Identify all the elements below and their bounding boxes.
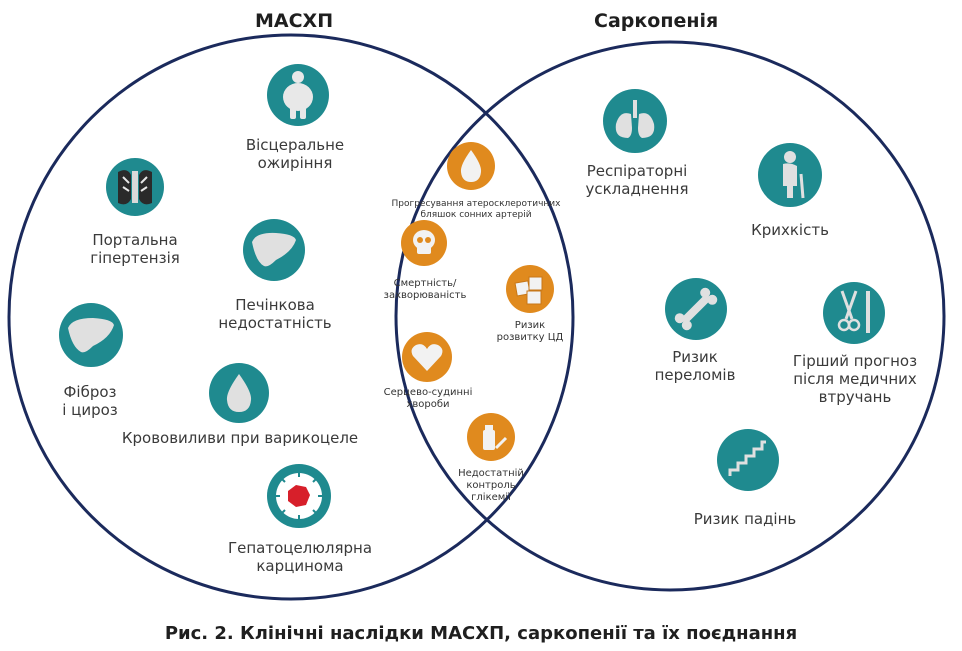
liver-cirrhosis-icon bbox=[59, 303, 123, 367]
sugar-cubes-icon bbox=[506, 265, 554, 313]
sarcopenia-circle bbox=[394, 40, 946, 592]
elderly-person-icon bbox=[758, 143, 822, 207]
lungs-icon bbox=[603, 89, 667, 153]
figure-caption: Рис. 2. Клінічні наслідки МАСХП, саркопе… bbox=[164, 623, 798, 644]
sarcopenia-title: Саркопенія bbox=[594, 10, 719, 32]
variceal-bleeding-label: Крововиливи при варикоцеле bbox=[121, 429, 359, 447]
frailty-label: Крихкість bbox=[751, 221, 829, 239]
drop-icon bbox=[447, 142, 495, 190]
portal-vein-icon bbox=[106, 158, 164, 216]
cancer-cell-icon bbox=[267, 464, 331, 528]
heart-icon bbox=[402, 332, 452, 382]
liver-icon bbox=[243, 219, 305, 281]
fall-risk-label: Ризик падінь bbox=[693, 510, 797, 528]
insulin-vial-icon bbox=[467, 413, 515, 461]
masld-circle bbox=[7, 33, 575, 601]
blood-drop-icon bbox=[209, 363, 269, 423]
mortality-label: Смертність/захворюваність bbox=[383, 278, 467, 301]
surgical-tools-icon bbox=[823, 282, 885, 344]
masld-title: МАСХП bbox=[255, 10, 334, 32]
stairs-icon bbox=[717, 429, 779, 491]
obesity-icon bbox=[267, 64, 329, 126]
bone-icon bbox=[665, 278, 727, 340]
skull-icon bbox=[401, 220, 447, 266]
